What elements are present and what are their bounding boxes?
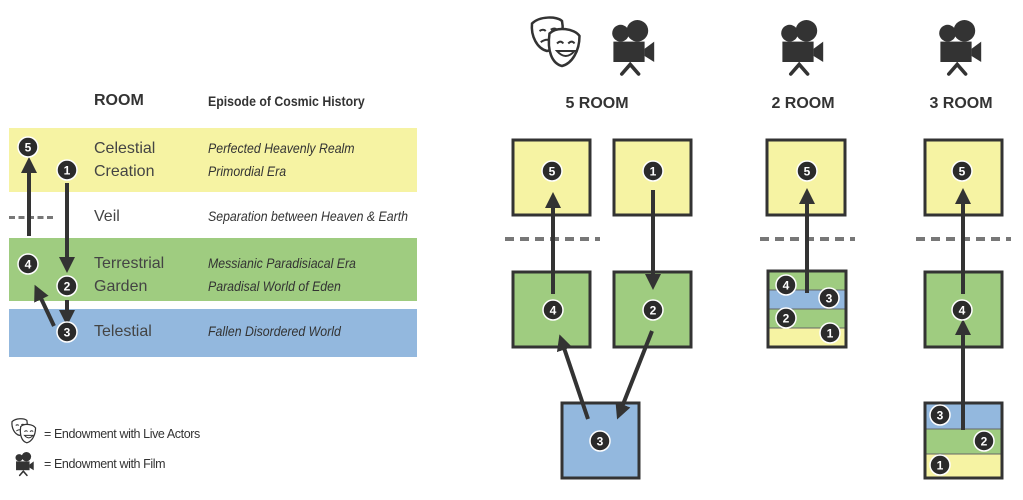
five-room-step-5: 5 xyxy=(541,160,563,182)
legend-live-actors-text: = Endowment with Live Actors xyxy=(44,427,200,441)
three-room-step-5: 5 xyxy=(951,160,973,182)
room-veil: Veil xyxy=(94,208,120,225)
episode-column-header: Episode of Cosmic History xyxy=(208,93,365,109)
episode-celestial-line1: Perfected Heavenly Realm xyxy=(208,140,355,156)
legend-film-text: = Endowment with Film xyxy=(44,457,166,471)
svg-text:2: 2 xyxy=(981,435,988,449)
header-5room-movie-camera-icon xyxy=(610,18,657,76)
five-room-step-4: 4 xyxy=(542,299,564,321)
header-5room-theater-masks-icon xyxy=(530,16,581,68)
three-room-step-2: 2 xyxy=(973,430,995,452)
five-room-step-1: 1 xyxy=(642,160,664,182)
svg-text:3: 3 xyxy=(826,292,833,306)
two-room-step-1: 1 xyxy=(819,322,841,344)
header-2room-movie-camera-icon xyxy=(779,18,826,76)
svg-text:2: 2 xyxy=(650,304,657,318)
svg-text:5: 5 xyxy=(804,165,811,179)
svg-text:1: 1 xyxy=(827,327,834,341)
svg-text:4: 4 xyxy=(25,258,32,272)
room-celestial-line1: Celestial xyxy=(94,140,156,157)
episode-terrestrial-line2: Paradisal World of Eden xyxy=(208,278,341,294)
room-terrestrial-line2: Garden xyxy=(94,278,148,295)
svg-text:5: 5 xyxy=(959,165,966,179)
diagram-step-markers: 5 1 4 2 3 5 4 3 2 1 5 4 3 2 1 xyxy=(541,160,995,476)
three-room-step-3: 3 xyxy=(929,404,951,426)
two-room-step-4: 4 xyxy=(775,274,797,296)
room-terrestrial-line1: Terrestrial xyxy=(94,255,165,272)
svg-text:4: 4 xyxy=(550,304,557,318)
svg-text:1: 1 xyxy=(937,459,944,473)
celestial-band xyxy=(9,128,417,192)
two-room-step-3: 3 xyxy=(818,287,840,309)
three-room-step-4: 4 xyxy=(951,299,973,321)
three-room-step-1: 1 xyxy=(929,454,951,476)
episode-veil: Separation between Heaven & Earth xyxy=(208,208,408,224)
episode-terrestrial-line1: Messianic Paradisiacal Era xyxy=(208,255,356,271)
two-room-step-5: 5 xyxy=(796,160,818,182)
table-step-4: 4 xyxy=(17,253,39,275)
svg-text:2: 2 xyxy=(783,312,790,326)
legend-movie-camera-icon xyxy=(14,451,35,477)
svg-text:2: 2 xyxy=(64,280,71,294)
table-path-arrows xyxy=(21,157,75,327)
terrestrial-band xyxy=(9,238,417,301)
svg-text:4: 4 xyxy=(783,279,790,293)
svg-text:3: 3 xyxy=(597,435,604,449)
room-column-header: ROOM xyxy=(94,92,144,109)
svg-text:5: 5 xyxy=(25,141,32,155)
table-step-markers: 1 2 3 4 5 xyxy=(17,136,78,343)
svg-text:1: 1 xyxy=(64,164,71,178)
table-step-3: 3 xyxy=(56,321,78,343)
svg-text:5: 5 xyxy=(549,165,556,179)
legend-theater-masks-icon xyxy=(11,418,37,444)
column-title-2-room: 2 ROOM xyxy=(771,95,835,112)
column-title-3-room: 3 ROOM xyxy=(929,95,993,112)
episode-celestial-line2: Primordial Era xyxy=(208,163,287,179)
five-room-step-3: 3 xyxy=(589,430,611,452)
svg-text:1: 1 xyxy=(650,165,657,179)
svg-text:3: 3 xyxy=(64,326,71,340)
five-room-step-2: 2 xyxy=(642,299,664,321)
svg-text:4: 4 xyxy=(959,304,966,318)
table-step-1: 1 xyxy=(56,159,78,181)
episode-telestial: Fallen Disordered World xyxy=(208,323,341,339)
room-telestial: Telestial xyxy=(94,323,152,340)
table-step-2: 2 xyxy=(56,275,78,297)
room-celestial-line2: Creation xyxy=(94,163,155,180)
svg-text:3: 3 xyxy=(937,409,944,423)
two-room-step-2: 2 xyxy=(775,307,797,329)
column-title-5-room: 5 ROOM xyxy=(565,95,629,112)
header-3room-movie-camera-icon xyxy=(937,18,984,76)
five-room-diagram xyxy=(505,138,693,480)
table-step-5: 5 xyxy=(17,136,39,158)
